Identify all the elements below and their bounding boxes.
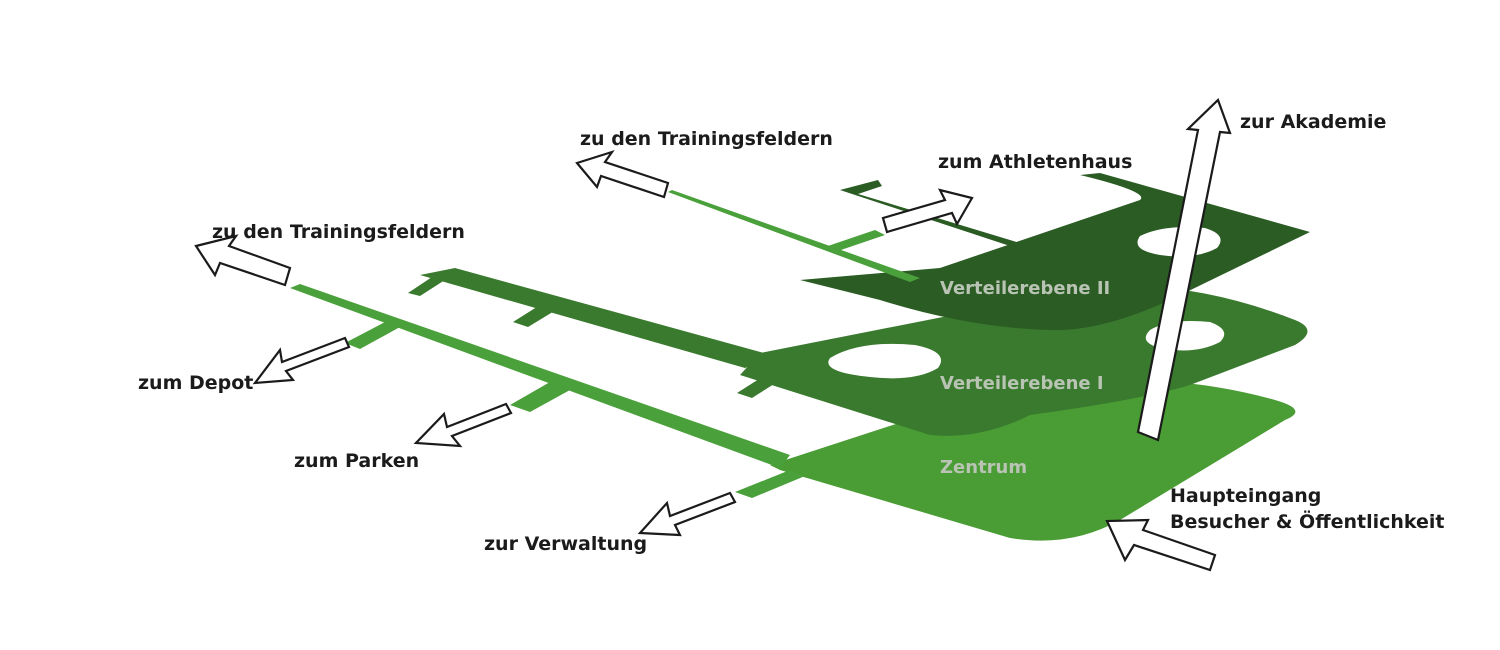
level2-main-path	[668, 190, 920, 282]
arrow-athletenhaus	[881, 188, 974, 234]
arrows	[194, 98, 1232, 572]
label-depot: zum Depot	[138, 372, 253, 394]
label-haupteingang: Haupteingang	[1170, 485, 1321, 507]
label-trainingsfelder-top: zu den Trainingsfeldern	[580, 128, 833, 150]
zentrum-level	[290, 284, 1296, 541]
level1-label: Verteilerebene I	[940, 373, 1104, 394]
level1-branch-a	[408, 275, 448, 296]
level2-athletenhaus-path	[840, 180, 1020, 246]
level1-branch-c	[737, 372, 785, 398]
label-athletenhaus: zum Athletenhaus	[938, 151, 1132, 173]
arrow-akademie	[1136, 98, 1232, 442]
level2-branch-a	[822, 230, 885, 252]
arrow-verwaltung	[637, 491, 737, 537]
level1-main-path	[420, 268, 775, 368]
label-besucher: Besucher & Öffentlichkeit	[1170, 509, 1445, 533]
level2-label: Verteilerebene II	[940, 278, 1110, 299]
label-parken: zum Parken	[294, 450, 419, 472]
zentrum-platform	[770, 379, 1296, 541]
label-verwaltung: zur Verwaltung	[484, 533, 647, 555]
label-trainingsfelder-left: zu den Trainingsfeldern	[212, 221, 465, 243]
arrow-depot	[252, 336, 351, 385]
arrow-parken	[413, 402, 513, 448]
level1-branch-b	[513, 305, 556, 327]
arrow-haupteingang	[1105, 518, 1217, 572]
level1-hole-left	[828, 343, 942, 379]
label-akademie: zur Akademie	[1240, 111, 1386, 133]
zentrum-branch-verwaltung	[735, 470, 805, 498]
arrow-trainingsfelder-left	[194, 234, 292, 287]
zentrum-main-path	[290, 284, 790, 468]
zentrum-branch-parken	[510, 382, 570, 412]
zentrum-label: Zentrum	[940, 457, 1027, 478]
zentrum-branch-depot	[345, 322, 400, 349]
arrow-trainingsfelder-top	[575, 149, 670, 199]
